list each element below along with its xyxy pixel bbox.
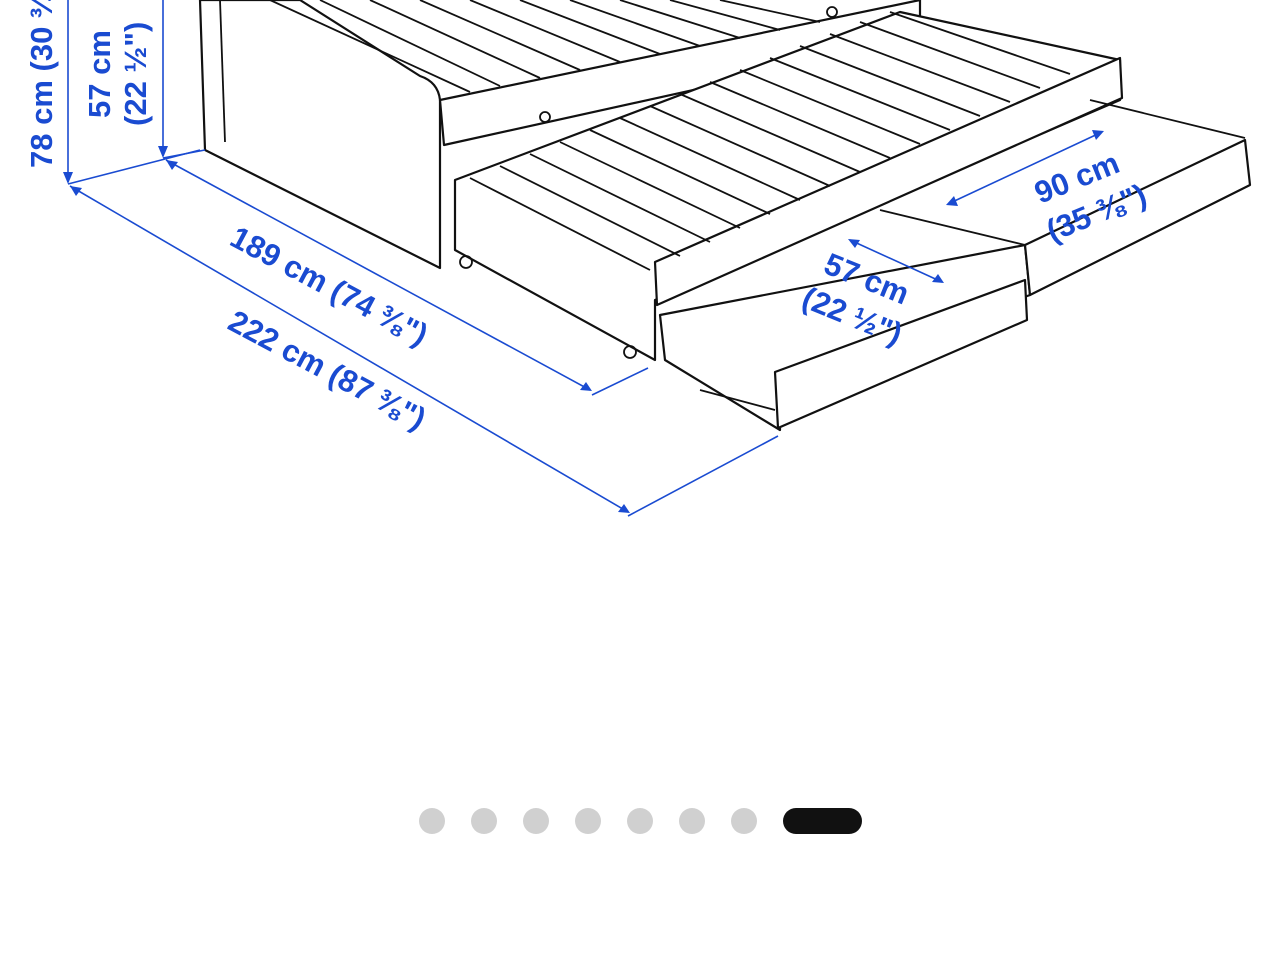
product-dimension-image: 78 cm (30 ³⁄₄") 57 cm (22 ½") 189 cm (74… xyxy=(24,0,1252,517)
carousel-dot-6[interactable] xyxy=(678,808,705,834)
carousel-dot-8-active[interactable] xyxy=(782,808,862,834)
bed-drawing xyxy=(198,0,1252,432)
carousel-pagination xyxy=(0,807,1280,835)
carousel-dot-7[interactable] xyxy=(730,808,757,834)
carousel-dot-5[interactable] xyxy=(626,808,653,834)
label-height-seat-cm: 57 cm xyxy=(82,30,117,118)
carousel-dot-2[interactable] xyxy=(470,808,497,834)
carousel-dot-3[interactable] xyxy=(522,808,549,834)
carousel-dot-4[interactable] xyxy=(574,808,601,834)
dimension-lines xyxy=(63,0,1104,517)
carousel-dot-1[interactable] xyxy=(418,808,445,834)
label-height-seat-in: (22 ½") xyxy=(118,22,153,126)
label-height-total: 78 cm (30 ³⁄₄") xyxy=(24,0,59,168)
